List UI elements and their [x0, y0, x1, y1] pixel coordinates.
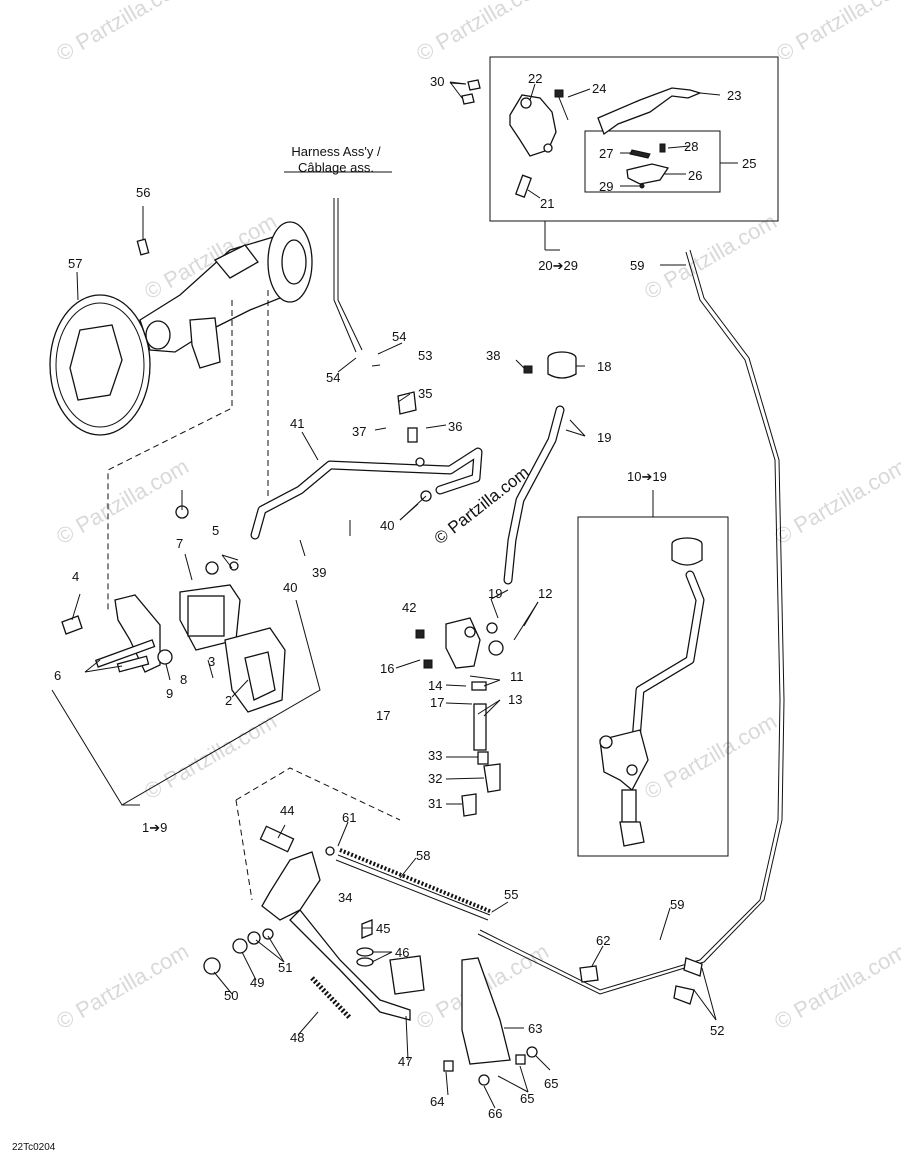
callout-label: 46 [395, 945, 409, 960]
callout-label: 55 [504, 887, 518, 902]
callout-label: 19 [597, 430, 611, 445]
callout-label: 61 [342, 810, 356, 825]
callout-label: 31 [428, 796, 442, 811]
callout-label: 29 [599, 179, 613, 194]
callout-label: 19 [488, 586, 502, 601]
callout-label: 51 [278, 960, 292, 975]
callout-label: 66 [488, 1106, 502, 1121]
callout-label: 17 [430, 695, 444, 710]
dashed-guides [107, 290, 401, 901]
callout-label: 22 [528, 71, 542, 86]
callout-label: 25 [742, 156, 756, 171]
watermark: © Partzilla.com [770, 454, 901, 550]
group-label-caliper-box: 1➔9 [142, 820, 167, 835]
callout-label: 36 [448, 419, 462, 434]
callout-label: 27 [599, 146, 613, 161]
callout-label: 6 [54, 668, 61, 683]
watermark: © Partzilla.com [52, 0, 193, 66]
callout-labels: 1 2 3 4 5 6 7 8 9 11 12 13 14 16 17 17 1… [54, 71, 756, 1121]
callout-label: 38 [486, 348, 500, 363]
rear-master-cylinder [397, 351, 577, 817]
callout-label: 28 [684, 139, 698, 154]
callout-label: 18 [597, 359, 611, 374]
callout-label: 59 [630, 258, 644, 273]
callout-label: 53 [418, 348, 432, 363]
leader-lines [71, 82, 717, 1109]
callout-label: 37 [352, 424, 366, 439]
callout-label: 11 [510, 669, 524, 684]
callout-label: 34 [338, 890, 352, 905]
callout-label: 4 [72, 569, 79, 584]
callout-label: 45 [376, 921, 390, 936]
harness-label-line1: Harness Ass'y / [291, 144, 381, 159]
caliper-group [51, 505, 321, 806]
callout-label: 64 [430, 1094, 444, 1109]
watermark: © Partzilla.com [140, 709, 281, 805]
callout-label: 17 [376, 708, 390, 723]
callout-label: 3 [208, 654, 215, 669]
brake-lever [597, 87, 702, 136]
callout-label: 26 [688, 168, 702, 183]
callout-label: 32 [428, 771, 442, 786]
callout-label: 47 [398, 1054, 412, 1069]
diagram-code: 22Tc0204 [12, 1142, 56, 1153]
brake-pedal-assembly [203, 825, 703, 1086]
harness-label-line2: Câblage ass. [298, 160, 374, 175]
callout-label: 39 [312, 565, 326, 580]
callout-label: 56 [136, 185, 150, 200]
callout-label: 41 [290, 416, 304, 431]
callout-label: 5 [212, 523, 219, 538]
callout-label: 2 [225, 693, 232, 708]
callout-label: 65 [520, 1091, 534, 1106]
callout-label: 35 [418, 386, 432, 401]
callout-label: 8 [180, 672, 187, 687]
callout-label: 40 [283, 580, 297, 595]
callout-label: 59 [670, 897, 684, 912]
callout-label: 65 [544, 1076, 558, 1091]
callout-label: 52 [710, 1023, 724, 1038]
group-label-top-box: 20➔29 [538, 258, 578, 273]
callout-label: 48 [290, 1030, 304, 1045]
harness-label: Harness Ass'y / Câblage ass. [291, 144, 381, 175]
callout-label: 58 [416, 848, 430, 863]
watermark: © Partzilla.com [52, 454, 193, 550]
watermark: © Partzilla.com [640, 709, 781, 805]
callout-label: 7 [176, 536, 183, 551]
callout-label: 14 [428, 678, 442, 693]
callout-label: 50 [224, 988, 238, 1003]
callout-label: 54 [392, 329, 406, 344]
callout-label: 49 [250, 975, 264, 990]
watermark: © Partzilla.com [52, 939, 193, 1035]
callout-label: 40 [380, 518, 394, 533]
group-label-right-box: 10➔19 [627, 469, 667, 484]
brake-lines [250, 198, 785, 995]
watermark: © Partzilla.com [772, 0, 901, 66]
callout-label: 33 [428, 748, 442, 763]
axle-housing [49, 206, 313, 436]
callout-label: 13 [508, 692, 522, 707]
callout-label: 16 [380, 661, 394, 676]
callout-label: 24 [592, 81, 606, 96]
master-cylinder-group-box [449, 56, 779, 250]
callout-label: 57 [68, 256, 82, 271]
callout-label: 30 [430, 74, 444, 89]
watermark: © Partzilla.com [412, 0, 553, 66]
reservoir-group-box [577, 490, 729, 857]
callout-label: 54 [326, 370, 340, 385]
callout-label: 9 [166, 686, 173, 701]
caliper-bracket [114, 594, 161, 673]
watermark: © Partzilla.com [640, 209, 781, 305]
callout-label: 44 [280, 803, 294, 818]
callout-label: 63 [528, 1021, 542, 1036]
brake-pedal [261, 851, 321, 921]
callout-label: 42 [402, 600, 416, 615]
callout-label: 21 [540, 196, 554, 211]
callout-label: 62 [596, 933, 610, 948]
watermark: © Partzilla.com [770, 939, 901, 1035]
callout-label: 12 [538, 586, 552, 601]
callout-label: 23 [727, 88, 741, 103]
pedal-guard [461, 957, 511, 1065]
